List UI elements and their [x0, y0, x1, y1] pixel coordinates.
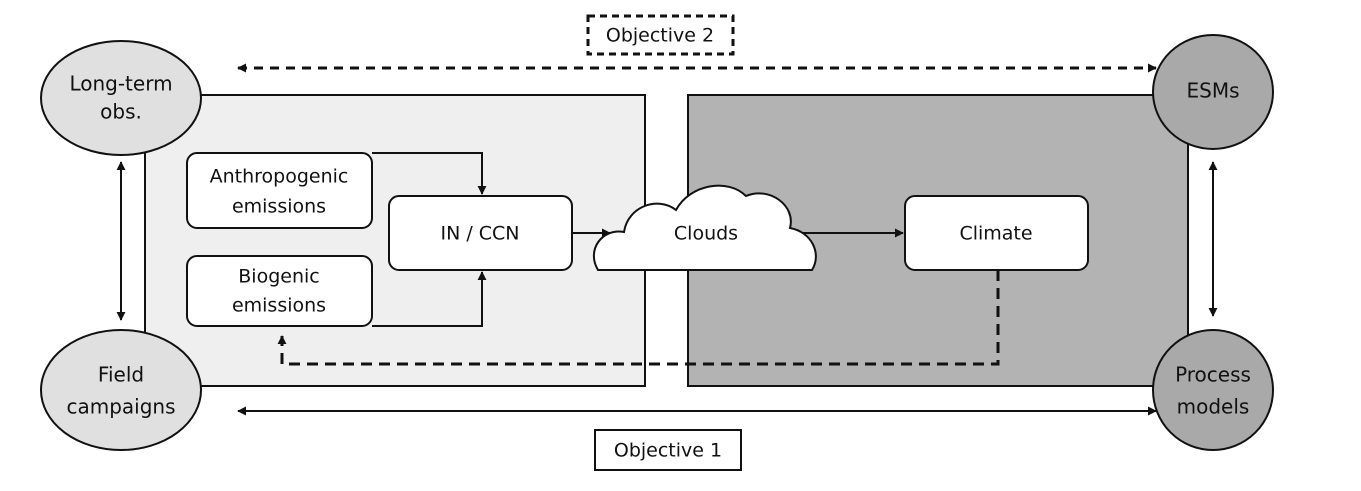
biogenic-emissions-label-line2: emissions	[232, 295, 326, 317]
field-campaigns-label-line2: campaigns	[66, 395, 175, 419]
esms-node: ESMs	[1152, 34, 1274, 150]
field-campaigns-label-line1: Field	[98, 363, 144, 387]
climate-label: Climate	[959, 223, 1032, 245]
process-models-node: Process models	[1152, 329, 1274, 451]
field-campaigns-node: Field campaigns	[40, 329, 202, 451]
long-term-obs-label-line1: Long-term	[69, 72, 172, 96]
anthropogenic-emissions-box: Anthropogenic emissions	[186, 152, 373, 229]
clouds-label: Clouds	[674, 223, 738, 245]
in-ccn-label: IN / CCN	[440, 223, 519, 245]
esms-label: ESMs	[1186, 79, 1239, 103]
biogenic-emissions-box: Biogenic emissions	[186, 255, 373, 327]
process-models-label-line1: Process	[1175, 363, 1251, 387]
cloud-icon	[592, 184, 817, 271]
biogenic-emissions-label-line1: Biogenic	[238, 266, 319, 288]
objective-1-label-box: Objective 1	[594, 429, 742, 471]
objective-2-label: Objective 2	[606, 25, 714, 47]
anthropogenic-emissions-label-line1: Anthropogenic	[210, 166, 349, 188]
climate-feedback-arrow	[277, 270, 1000, 366]
biogenic-to-inccn-arrow	[372, 271, 487, 327]
process-models-label-line2: models	[1177, 395, 1250, 419]
in-ccn-box: IN / CCN	[388, 195, 573, 271]
climate-box: Climate	[904, 195, 1089, 271]
anthropogenic-to-inccn-arrow	[372, 152, 487, 195]
objective-1-label: Objective 1	[614, 440, 722, 462]
clouds-node: Clouds	[592, 184, 817, 271]
long-term-obs-node: Long-term obs.	[40, 40, 202, 156]
anthropogenic-emissions-label-line2: emissions	[232, 196, 326, 218]
objective-2-label-box: Objective 2	[586, 14, 735, 56]
long-term-obs-label-line2: obs.	[100, 100, 142, 124]
